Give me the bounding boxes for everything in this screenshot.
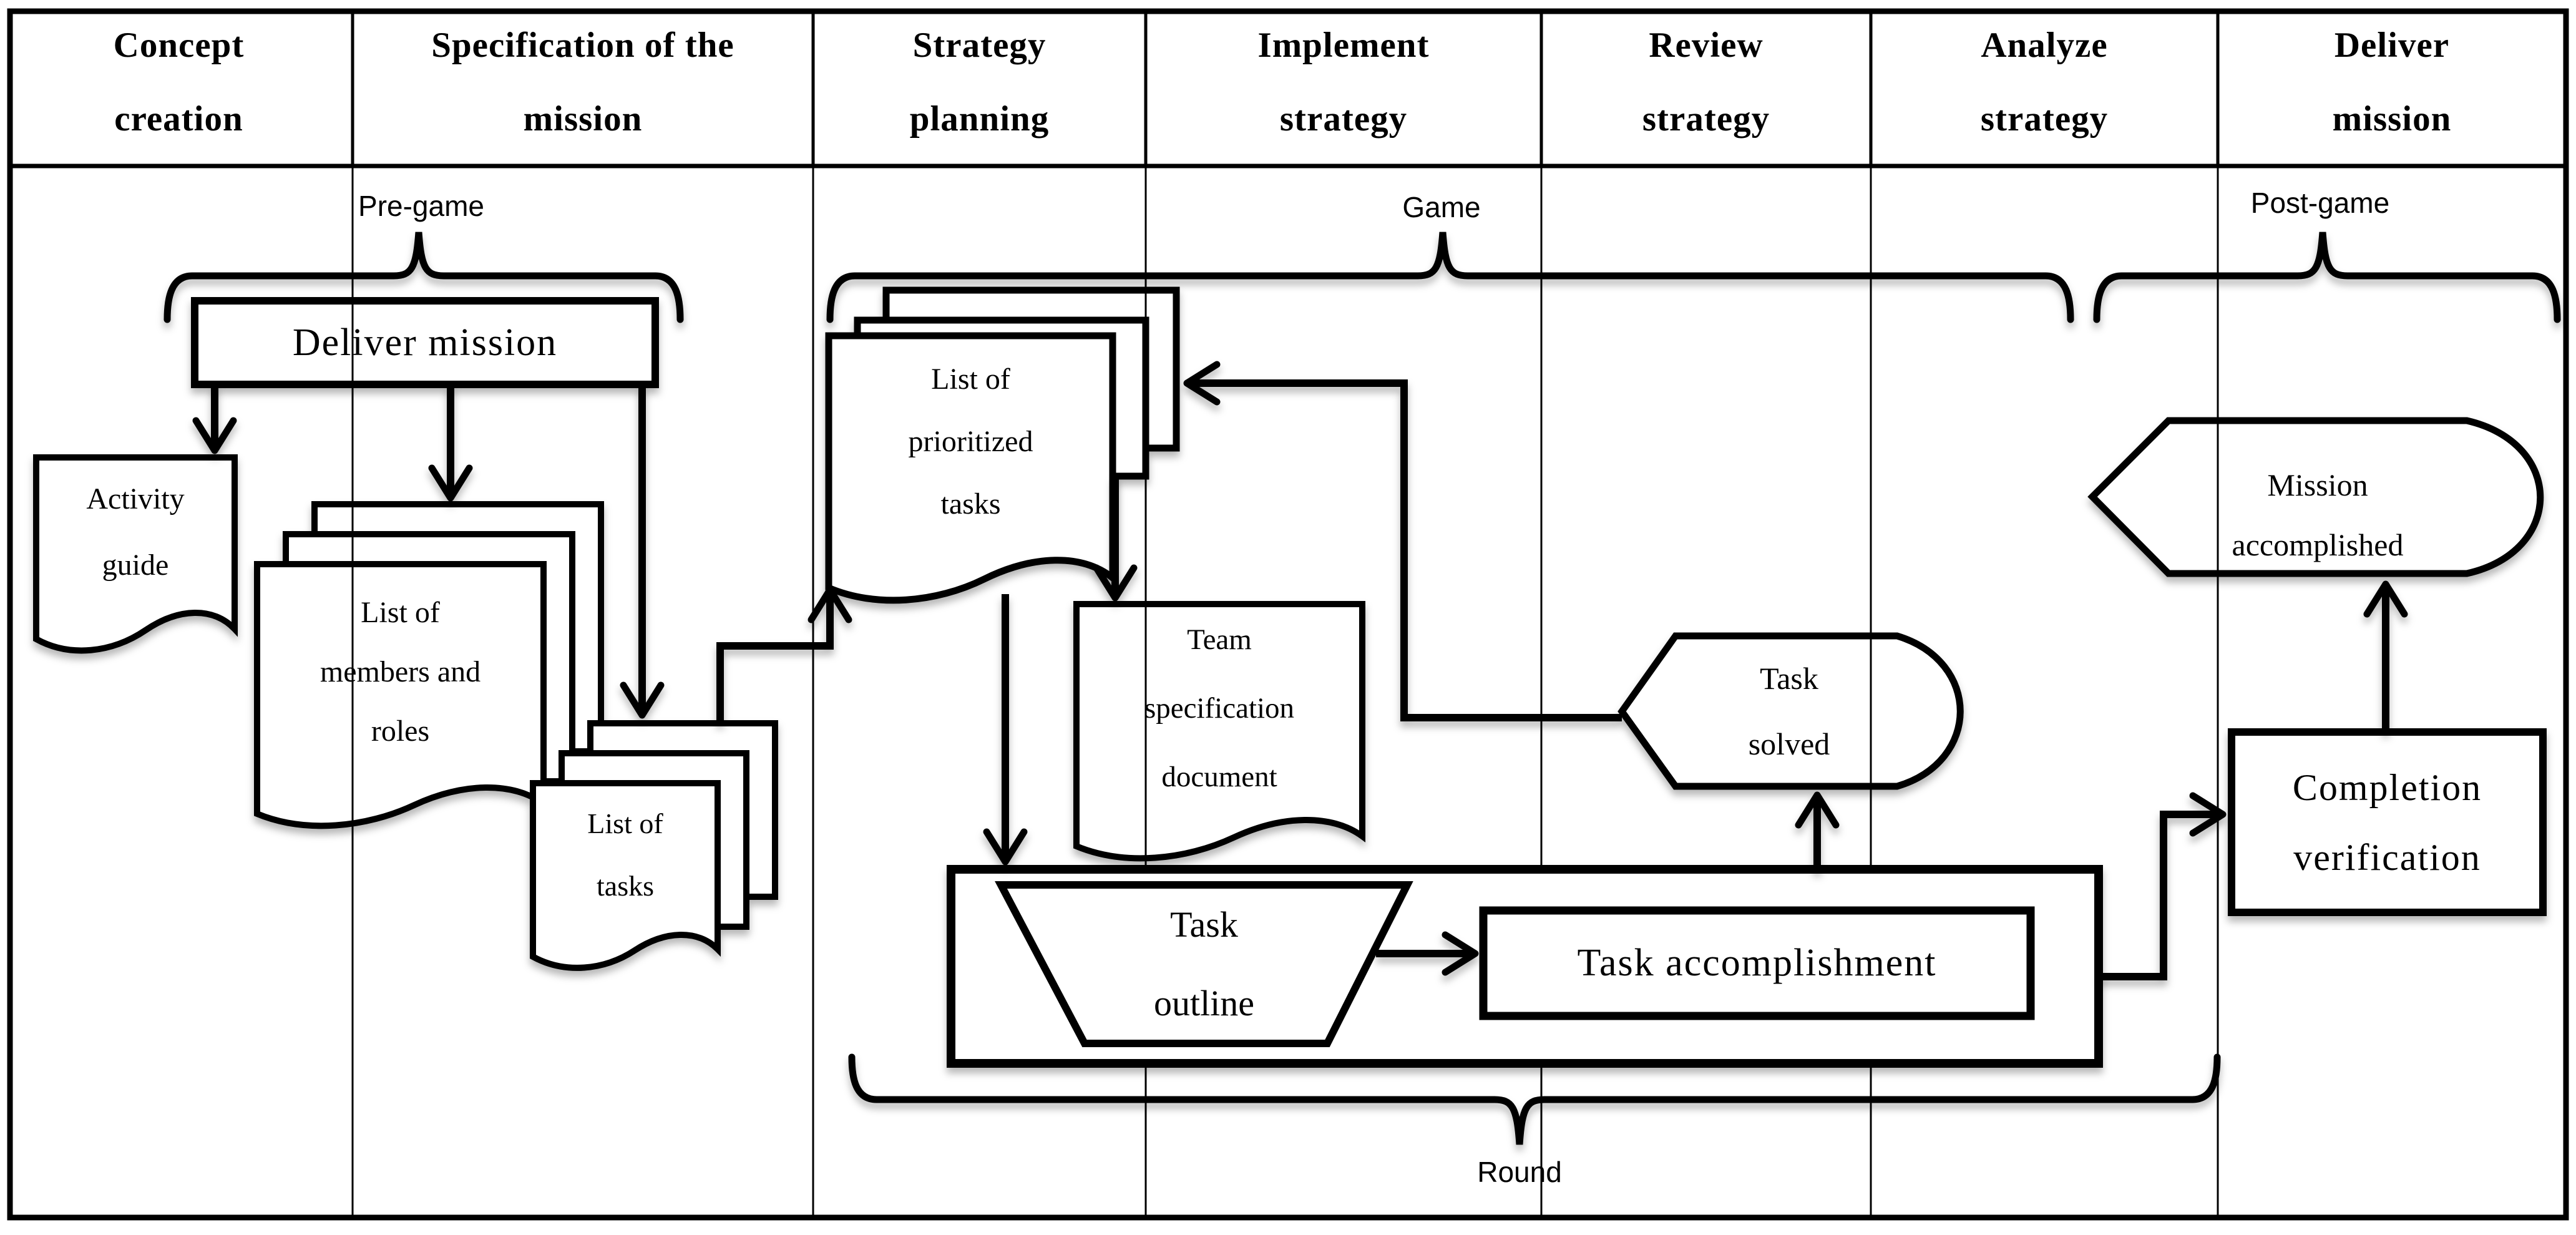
list-tasks-stack [530, 720, 778, 971]
header-line: Specification of the [431, 26, 734, 65]
header-review-strategy: Review strategy [1541, 10, 1871, 155]
header-line: strategy [1642, 99, 1770, 139]
node-text: Task [1170, 904, 1238, 945]
mission-accomplished-shape [2087, 417, 2544, 577]
header-line: creation [114, 99, 243, 139]
node-text: outline [1153, 983, 1255, 1023]
phase-text: Pre-game [358, 190, 484, 222]
node-mission-accomplished: Mission accomplished [2171, 437, 2464, 593]
activity-guide-doc [33, 454, 238, 654]
header-line: mission [523, 99, 643, 139]
node-deliver-mission: Deliver mission [195, 301, 655, 384]
node-task-solved: Task solved [1664, 636, 1914, 786]
arrow-round-to-completion [2099, 792, 2227, 980]
node-text: Deliver mission [292, 321, 558, 364]
header-specification-mission: Specification of the mission [353, 10, 813, 155]
node-text: accomplished [2232, 527, 2404, 562]
node-text: List of [587, 808, 663, 839]
node-list-tasks: List of tasks [533, 780, 718, 930]
header-line: Concept [113, 26, 245, 65]
pre-game-brace [163, 232, 684, 323]
arrow-tasks-to-prioritized [716, 586, 852, 723]
phase-braces [163, 232, 2561, 1145]
node-text: verification [2293, 836, 2481, 878]
node-text: Mission [2267, 467, 2368, 502]
header-line: Implement [1257, 26, 1430, 65]
phase-label-round: Round [1438, 1152, 1601, 1192]
header-line: strategy [1980, 99, 2109, 139]
node-team-specification-document: Team specification document [1076, 604, 1362, 813]
header-line: mission [2332, 99, 2452, 139]
header-strategy-planning: Strategy planning [813, 10, 1146, 155]
phase-text: Post-game [2250, 187, 2390, 219]
header-analyze-strategy: Analyze strategy [1871, 10, 2218, 155]
node-text: Team [1187, 623, 1252, 656]
node-text: roles [371, 715, 430, 748]
node-task-outline: Task outline [1001, 885, 1407, 1043]
flowchart-shapes [33, 286, 2547, 971]
header-line: planning [909, 99, 1050, 139]
phase-label-pre-game: Pre-game [334, 187, 509, 225]
game-brace [826, 232, 2074, 323]
members-roles-stack [254, 501, 604, 829]
node-completion-verification: Completion verification [2232, 732, 2543, 912]
node-text: Completion [2292, 766, 2482, 808]
table-borders [7, 8, 2569, 1221]
header-line: Strategy [912, 26, 1046, 65]
header-line: strategy [1279, 99, 1408, 139]
node-text: Activity [86, 482, 185, 515]
prioritized-tasks-stack [825, 286, 1180, 604]
node-text: specification [1144, 692, 1295, 725]
arrow-task-solved-to-prioritized [1183, 361, 1622, 721]
node-text: prioritized [908, 425, 1033, 458]
phase-label-game: Game [1367, 188, 1516, 227]
node-activity-guide: Activity guide [36, 457, 235, 607]
node-text: guide [102, 549, 169, 582]
node-text: Task [1760, 660, 1818, 696]
header-concept-creation: Concept creation [5, 10, 353, 155]
node-text: Task accomplishment [1577, 942, 1937, 984]
completion-verification-box [2228, 728, 2547, 916]
node-text: members and [320, 655, 481, 688]
task-outline-trapezoid [995, 881, 1413, 1047]
node-list-prioritized-tasks: List of prioritized tasks [829, 336, 1113, 548]
node-list-members-roles: List of members and roles [257, 564, 544, 779]
header-line: Deliver [2334, 26, 2450, 65]
task-accomplishment-box [1479, 906, 2035, 1020]
header-line: Analyze [1981, 26, 2108, 65]
phase-text: Game [1402, 191, 1481, 223]
round-brace [848, 1053, 2221, 1145]
node-text: tasks [940, 487, 1001, 520]
node-text: document [1161, 761, 1277, 793]
node-text: List of [361, 596, 440, 629]
team-specification-doc [1073, 601, 1365, 862]
node-text: solved [1748, 726, 1830, 761]
header-implement-strategy: Implement strategy [1146, 10, 1541, 155]
header-deliver-mission: Deliver mission [2218, 10, 2566, 155]
node-text: List of [931, 363, 1010, 396]
flow-arrows [192, 361, 2408, 980]
task-solved-shape [1617, 632, 1964, 790]
round-container-group [947, 865, 2103, 1068]
node-task-accomplishment: Task accomplishment [1483, 910, 2031, 1016]
phase-label-post-game: Post-game [2227, 183, 2414, 222]
node-text: tasks [597, 870, 654, 902]
deliver-mission-box [191, 297, 659, 388]
post-game-brace [2093, 232, 2561, 323]
phase-text: Round [1477, 1156, 1562, 1188]
header-line: Review [1649, 26, 1764, 65]
